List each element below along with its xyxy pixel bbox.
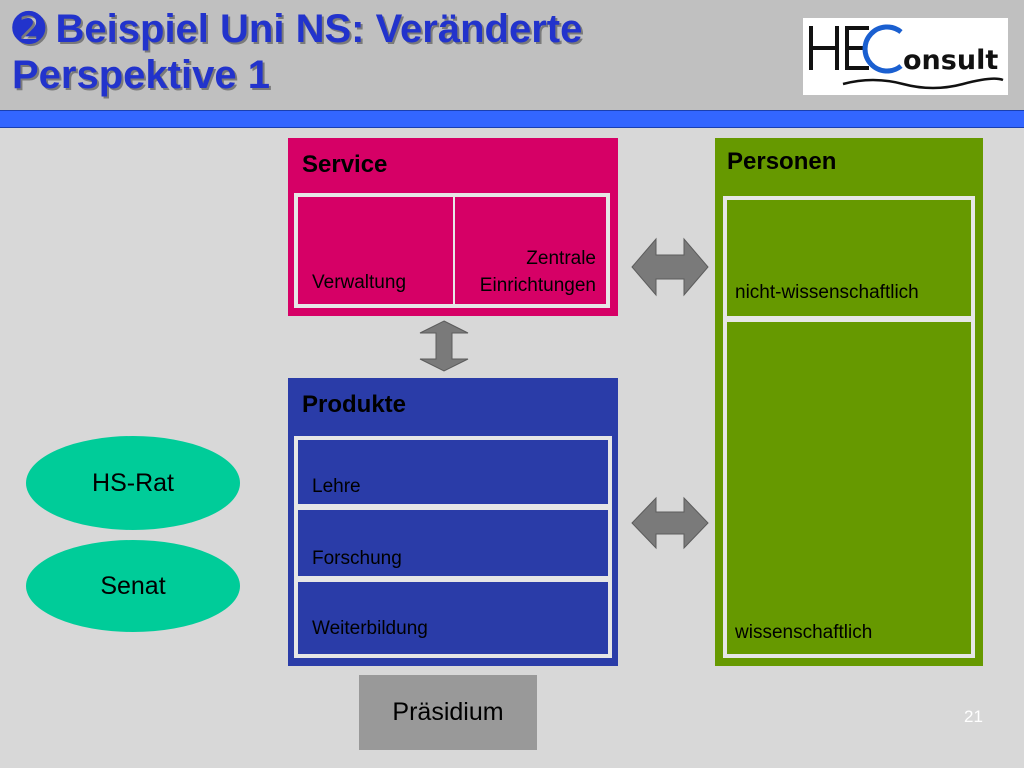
produkte-separator	[298, 576, 608, 582]
page-number: 21	[964, 707, 983, 726]
heconsult-logo: onsult	[803, 18, 1008, 95]
double-arrow-horizontal-icon	[631, 237, 709, 297]
produkte-row-weiterbildung: Weiterbildung	[298, 582, 608, 654]
svg-text:onsult: onsult	[903, 45, 998, 76]
produkte-title: Produkte	[302, 391, 407, 418]
produkte-row-forschung: Forschung	[298, 510, 608, 576]
gremium-hs-rat: HS-Rat	[26, 436, 240, 530]
personen-title: Personen	[727, 148, 837, 175]
title-bullet: ➋	[12, 7, 46, 51]
praesidium-box: Präsidium	[359, 675, 537, 750]
produkte-row-label: Weiterbildung	[312, 618, 428, 639]
header-accent-bar	[0, 110, 1024, 128]
produkte-row-label: Lehre	[312, 476, 361, 497]
personen-row-label: nicht-wissenschaftlich	[735, 282, 919, 303]
personen-groups: nicht-wissenschaftlich wissenschaftlich	[723, 196, 975, 658]
service-cell-zentrale-einrichtungen: Zentrale Einrichtungen	[455, 197, 606, 304]
produkte-row-lehre: Lehre	[298, 440, 608, 504]
personen-row-wissenschaftlich: wissenschaftlich	[727, 322, 971, 654]
personen-row-label: wissenschaftlich	[735, 622, 873, 643]
produkte-units: Lehre Forschung Weiterbildung	[294, 436, 612, 658]
heconsult-logo-graphic: onsult	[809, 24, 1004, 90]
gremium-label: HS-Rat	[92, 468, 174, 497]
service-cell-label: Verwaltung	[312, 272, 407, 293]
produkte-separator	[298, 504, 608, 510]
title-text: Beispiel Uni NS: Veränderte Perspektive …	[12, 7, 583, 97]
service-divider	[453, 197, 455, 304]
praesidium-label: Präsidium	[392, 698, 504, 726]
double-arrow-horizontal-icon	[631, 496, 709, 550]
service-title: Service	[302, 151, 388, 178]
gremium-label: Senat	[100, 571, 166, 600]
produkte-row-label: Forschung	[312, 548, 402, 569]
service-box: Service Verwaltung Zentrale Einrichtunge…	[288, 138, 618, 316]
double-arrow-vertical-icon	[419, 320, 469, 372]
gremium-senat: Senat	[26, 540, 240, 632]
personen-row-nicht-wissenschaftlich: nicht-wissenschaftlich	[727, 200, 971, 316]
produkte-box: Produkte Lehre Forschung Weiterbildung	[288, 378, 618, 666]
service-cell-verwaltung: Verwaltung	[298, 197, 453, 304]
service-units: Verwaltung Zentrale Einrichtungen	[294, 193, 610, 308]
personen-separator	[727, 316, 971, 322]
personen-box: Personen nicht-wissenschaftlich wissensc…	[715, 138, 983, 666]
service-cell-label: Zentrale Einrichtungen	[479, 248, 596, 296]
